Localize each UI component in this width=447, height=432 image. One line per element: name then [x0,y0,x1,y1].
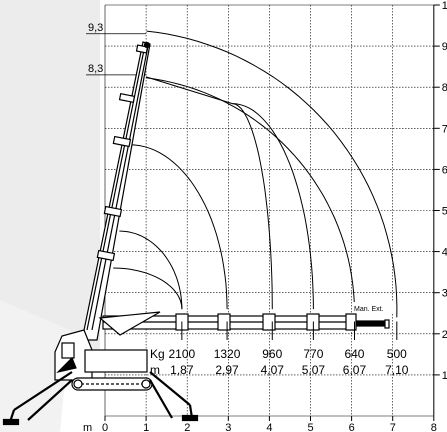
y-tick-label: 1 [442,370,447,382]
radius-value: 5,07 [302,363,326,377]
y-tick-label: 2 [442,329,447,341]
curve-2 [119,230,183,310]
y-tick-label: 8 [442,82,447,94]
x-tick-label: 5 [308,422,314,432]
radius-value: 1,87 [170,363,194,377]
x-axis-unit: m [83,422,92,432]
curve-1 [113,267,183,310]
y-tick-label: 10 [442,0,447,12]
curve-outer [146,30,398,318]
axis-ticks [104,4,440,421]
y-tick-label: 4 [442,247,447,259]
y-axis-labels: 1 2 3 4 5 6 7 8 9 10 [442,0,447,382]
working-range-curves [113,30,398,318]
load-value: 1320 [214,347,241,361]
y-tick-label: 7 [442,123,447,135]
radius-value: 6,07 [343,363,367,377]
radius-value: 2,97 [215,363,239,377]
outriggers [2,371,199,426]
load-value: 2100 [169,347,196,361]
background-shade [0,0,100,395]
radius-row-label: m [150,363,160,377]
radius-value: 4,07 [261,363,285,377]
curve-5 [232,103,314,310]
height-mark-label: 8,3 [88,63,103,75]
load-value: 960 [262,347,282,361]
x-tick-label: 0 [102,422,108,432]
extension-label: Man. Ext. [354,306,384,313]
x-tick-label: 4 [266,422,272,432]
radius-value: 7,10 [385,363,409,377]
load-value: 770 [303,347,323,361]
y-tick-label: 3 [442,288,447,300]
curve-3 [129,144,228,310]
x-tick-label: 3 [225,422,231,432]
load-row-label: Kg [150,347,165,361]
x-tick-label: 7 [390,422,396,432]
load-value: 640 [344,347,364,361]
extension-label-box [352,302,395,313]
x-tick-label: 8 [431,422,437,432]
y-tick-label: 5 [442,206,447,218]
horizontal-boom [102,313,390,331]
curve-6 [146,77,355,310]
height-mark-label: 9,3 [88,22,103,34]
y-tick-label: 9 [442,41,447,53]
raised-boom [81,41,151,341]
y-tick-label: 6 [442,164,447,176]
x-tick-label: 6 [349,422,355,432]
load-table: Kg m 2100 1,87 1320 2,97 960 4,07 770 5,07 640 6,07… [150,321,409,377]
x-tick-label: 2 [184,422,190,432]
crane-machine-drawing [2,41,390,426]
curve-4 [232,103,273,310]
load-value: 500 [387,347,407,361]
curve-connector [145,76,233,105]
x-tick-label: 1 [143,422,149,432]
lift-cylinder [98,311,161,336]
